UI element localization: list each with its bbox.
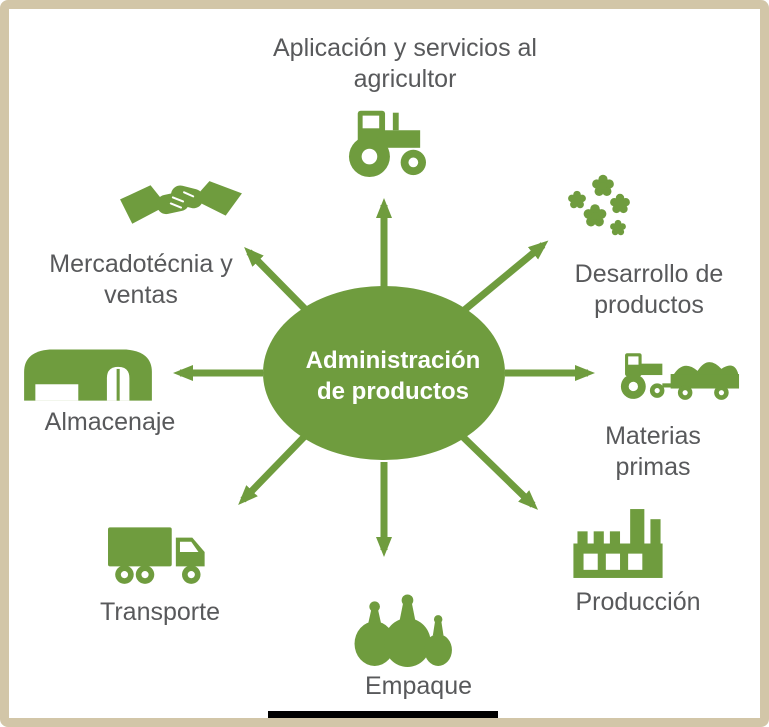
node-label-empaque: Empaque bbox=[364, 672, 473, 700]
factory-icon bbox=[567, 505, 669, 581]
arrow-bottom-left bbox=[238, 433, 308, 506]
warehouse-icon bbox=[19, 341, 157, 403]
node-label-aplicacion: Aplicación y servicios al agricultor bbox=[273, 34, 537, 93]
handshake-icon bbox=[119, 171, 243, 237]
flowers-icon bbox=[557, 173, 637, 243]
tractor-icon bbox=[337, 101, 437, 179]
center-label-line2: de productos bbox=[316, 378, 469, 406]
truck-icon bbox=[103, 515, 223, 589]
node-label-almacenaje: Almacenaje bbox=[44, 408, 176, 436]
sacks-icon bbox=[345, 577, 453, 667]
arrow-top-left bbox=[244, 247, 311, 315]
node-label-transporte: Transporte bbox=[100, 598, 220, 626]
center-label-line1: Administración bbox=[305, 347, 481, 374]
center-ellipse bbox=[263, 286, 505, 460]
node-label-materias: Materias primas bbox=[605, 422, 701, 481]
node-label-produccion: Producción bbox=[575, 588, 701, 616]
arrow-bottom-right bbox=[459, 433, 539, 510]
harvest-trailer-icon bbox=[617, 345, 745, 402]
center-label: Administración de productos bbox=[273, 345, 513, 407]
arrow-top-right bbox=[459, 240, 549, 315]
bottom-black-bar bbox=[268, 711, 498, 718]
node-label-mercadotecnia: Mercadotécnia y ventas bbox=[49, 250, 233, 309]
arrows-layer bbox=[173, 198, 595, 557]
node-label-desarrollo: Desarrollo de productos bbox=[574, 260, 724, 319]
